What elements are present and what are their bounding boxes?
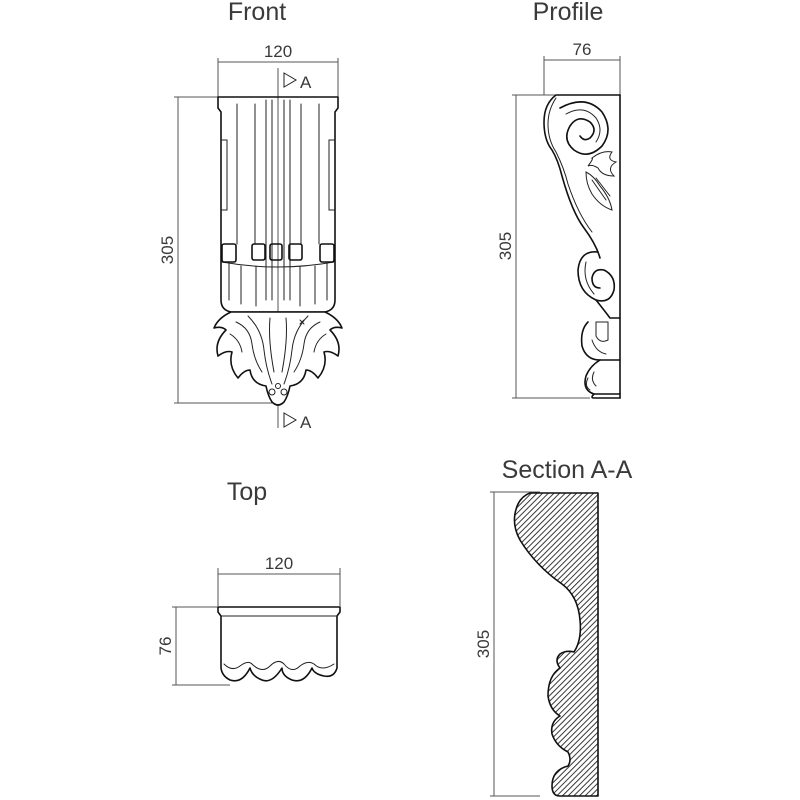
section-height-dimension: 305 — [474, 491, 540, 797]
front-height-label: 305 — [158, 236, 177, 264]
front-view: Front 120 305 A A — [158, 0, 343, 432]
front-view-title: Front — [228, 0, 286, 26]
section-marker-bottom: A — [300, 413, 312, 432]
section-view-title: Section A-A — [502, 456, 633, 484]
profile-height-label: 305 — [496, 232, 515, 260]
profile-outline — [543, 94, 621, 399]
profile-width-label: 76 — [573, 40, 592, 59]
front-width-dimension: 120 — [217, 42, 339, 100]
top-width-dimension: 120 — [217, 554, 341, 606]
top-depth-label: 76 — [156, 637, 175, 656]
top-width-label: 120 — [265, 554, 293, 573]
profile-height-dimension: 305 — [496, 94, 590, 399]
front-width-label: 120 — [264, 42, 292, 61]
top-view-title: Top — [227, 478, 267, 506]
section-profile — [513, 492, 599, 797]
section-height-label: 305 — [474, 630, 493, 658]
top-view: Top 120 76 — [156, 478, 341, 686]
profile-width-dimension: 76 — [543, 40, 621, 95]
section-view: Section A-A 305 — [474, 456, 633, 797]
top-outline — [217, 606, 341, 682]
section-marker-top: A — [300, 73, 312, 92]
section-hatched-area — [513, 492, 599, 797]
profile-view-title: Profile — [533, 0, 604, 26]
front-acanthus-leaf — [213, 311, 343, 406]
profile-view: Profile 76 305 — [496, 0, 621, 399]
top-depth-dimension: 76 — [156, 606, 230, 686]
